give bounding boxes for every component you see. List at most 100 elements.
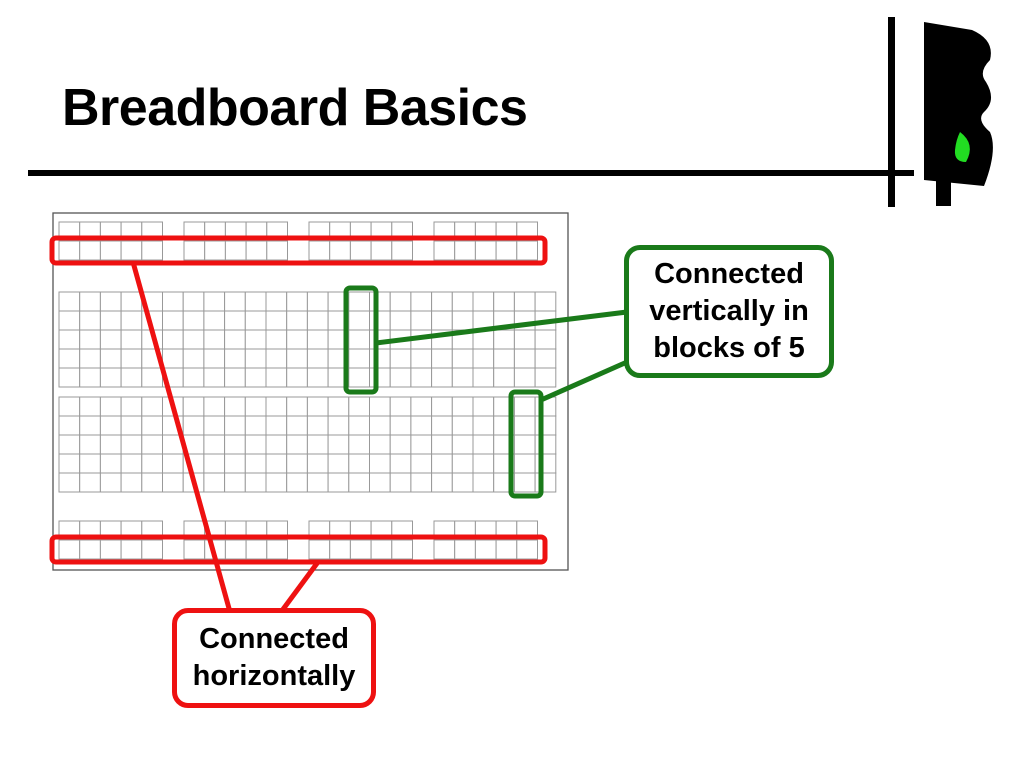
breadboard-hole: [451, 453, 474, 474]
breadboard-hole: [410, 434, 433, 455]
breadboard-hole: [224, 310, 246, 331]
breadboard-hole: [162, 472, 184, 493]
breadboard-hole: [348, 415, 370, 436]
breadboard-hole: [513, 367, 536, 388]
breadboard-hole: [389, 396, 412, 417]
breadboard-hole: [58, 415, 81, 436]
breadboard-hole: [265, 310, 288, 331]
breadboard-hole: [120, 472, 143, 493]
title-divider: [28, 170, 914, 176]
breadboard-hole: [369, 310, 391, 331]
breadboard-hole: [141, 396, 164, 417]
breadboard-hole: [306, 367, 329, 388]
breadboard-hole: [451, 348, 474, 369]
breadboard-hole: [348, 472, 370, 493]
breadboard-hole: [306, 434, 329, 455]
breadboard-hole: [369, 367, 391, 388]
breadboard-hole: [369, 291, 391, 312]
breadboard-hole: [203, 453, 226, 474]
breadboard-hole: [58, 329, 81, 350]
breadboard-hole: [183, 539, 206, 560]
breadboard-hole: [327, 453, 350, 474]
breadboard-hole: [245, 240, 268, 261]
breadboard-hole: [513, 434, 536, 455]
breadboard-hole: [265, 396, 288, 417]
upper-column-highlight: [343, 285, 379, 395]
breadboard-hole: [348, 434, 370, 455]
breadboard-hole: [265, 434, 288, 455]
breadboard-hole: [286, 472, 308, 493]
breadboard-hole: [79, 291, 101, 312]
breadboard-hole: [58, 310, 81, 331]
lower-terminal-block: [58, 396, 557, 493]
breadboard-hole: [472, 472, 495, 493]
breadboard-hole: [120, 310, 143, 331]
callout-line: Connected: [654, 258, 804, 290]
breadboard-hole: [265, 453, 288, 474]
breadboard-hole: [389, 310, 412, 331]
breadboard-hole: [431, 472, 453, 493]
breadboard-hole: [495, 539, 518, 560]
rail-hole-group: [58, 221, 164, 261]
breadboard-hole: [162, 329, 184, 350]
breadboard-hole: [224, 348, 246, 369]
breadboard-hole: [348, 310, 370, 331]
breadboard-hole: [182, 291, 205, 312]
callout-line: blocks of 5: [653, 332, 805, 364]
breadboard-hole: [369, 453, 391, 474]
breadboard-hole: [120, 539, 143, 560]
breadboard-hole: [369, 434, 391, 455]
breadboard-hole: [472, 367, 495, 388]
breadboard-hole: [58, 539, 81, 560]
breadboard-hole: [389, 367, 412, 388]
breadboard-hole: [286, 396, 308, 417]
breadboard-hole: [203, 415, 226, 436]
breadboard-hole: [244, 329, 267, 350]
breadboard-hole: [99, 329, 122, 350]
breadboard-hole: [141, 453, 164, 474]
breadboard-hole: [451, 415, 474, 436]
breadboard-hole: [534, 348, 557, 369]
breadboard-hole: [410, 396, 433, 417]
callout-line: Connected: [199, 623, 349, 655]
breadboard-hole: [389, 291, 412, 312]
top-rail-highlight: [49, 235, 548, 266]
breadboard-hole: [79, 472, 101, 493]
breadboard-hole: [329, 539, 351, 560]
breadboard-hole: [348, 291, 370, 312]
breadboard-hole: [410, 348, 433, 369]
breadboard-hole: [349, 240, 372, 261]
breadboard-hole: [99, 415, 122, 436]
breadboard-hole: [493, 291, 515, 312]
breadboard-hole: [224, 472, 246, 493]
breadboard-hole: [99, 367, 122, 388]
breadboard-hole: [162, 291, 184, 312]
breadboard-hole: [286, 329, 308, 350]
breadboard-hole: [120, 240, 143, 261]
breadboard-hole: [370, 539, 393, 560]
breadboard-hole: [79, 240, 101, 261]
breadboard-hole: [203, 310, 226, 331]
breadboard-hole: [79, 415, 101, 436]
breadboard-hole: [79, 453, 101, 474]
breadboard-hole: [391, 240, 413, 261]
breadboard-hole: [58, 434, 81, 455]
breadboard-hole: [451, 310, 474, 331]
breadboard-hole: [327, 415, 350, 436]
terminal-strip-holes: [58, 291, 557, 388]
breadboard-hole: [141, 367, 164, 388]
breadboard-hole: [182, 415, 205, 436]
breadboard-hole: [79, 396, 101, 417]
breadboard-hole: [99, 240, 122, 261]
breadboard-hole: [472, 415, 495, 436]
vertical-connection-callout: Connected vertically in blocks of 5: [624, 245, 834, 378]
breadboard-hole: [474, 539, 497, 560]
traffic-light-icon: [888, 17, 993, 207]
breadboard-hole: [306, 310, 329, 331]
breadboard-hole: [58, 396, 81, 417]
breadboard-hole: [308, 240, 331, 261]
breadboard-hole: [266, 240, 288, 261]
breadboard-hole: [306, 348, 329, 369]
breadboard-hole: [306, 453, 329, 474]
